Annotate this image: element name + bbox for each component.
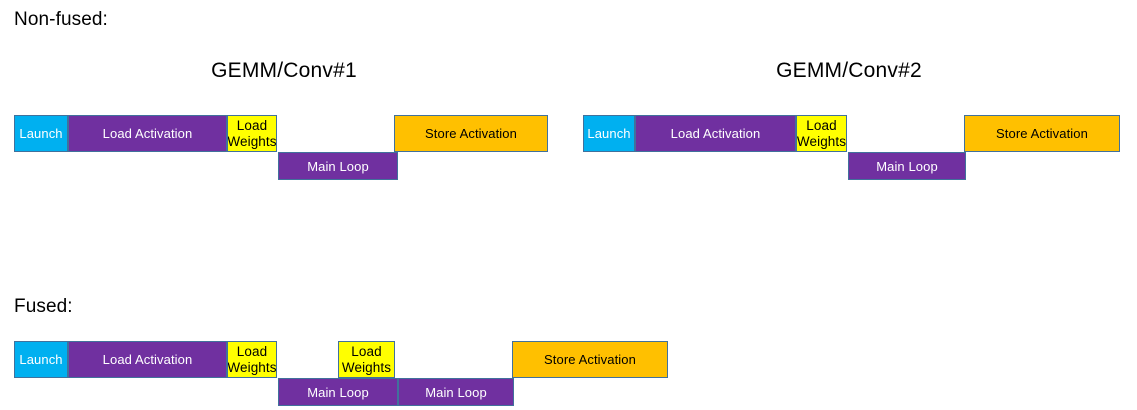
- timeline-bar-f-store-activation: Store Activation: [512, 341, 668, 378]
- section-label-fused: Fused:: [14, 296, 73, 317]
- timeline-bar-f-main-loop-1: Main Loop: [278, 378, 398, 406]
- timeline-bar-f-main-loop-2: Main Loop: [398, 378, 514, 406]
- timeline-bar-f-load-activation: Load Activation: [68, 341, 227, 378]
- timeline-bar-f-load-weights-1: Load Weights: [227, 341, 277, 378]
- timeline-bar-nf1-launch: Launch: [14, 115, 68, 152]
- timeline-bar-nf1-load-weights: Load Weights: [227, 115, 277, 152]
- timeline-bar-nf2-load-weights: Load Weights: [796, 115, 847, 152]
- timeline-bar-nf2-store-activation: Store Activation: [964, 115, 1120, 152]
- kernel-title-gemm-conv-1: GEMM/Conv#1: [211, 59, 357, 82]
- timeline-bar-nf1-main-loop: Main Loop: [278, 152, 398, 180]
- timeline-bar-nf2-main-loop: Main Loop: [848, 152, 966, 180]
- kernel-title-gemm-conv-2: GEMM/Conv#2: [776, 59, 922, 82]
- timeline-bar-nf2-launch: Launch: [583, 115, 635, 152]
- timeline-bar-f-launch: Launch: [14, 341, 68, 378]
- timeline-bar-nf2-load-activation: Load Activation: [635, 115, 796, 152]
- timeline-bar-nf1-load-activation: Load Activation: [68, 115, 227, 152]
- timeline-bar-f-load-weights-2: Load Weights: [338, 341, 395, 378]
- timeline-bar-nf1-store-activation: Store Activation: [394, 115, 548, 152]
- section-label-non-fused: Non-fused:: [14, 9, 108, 30]
